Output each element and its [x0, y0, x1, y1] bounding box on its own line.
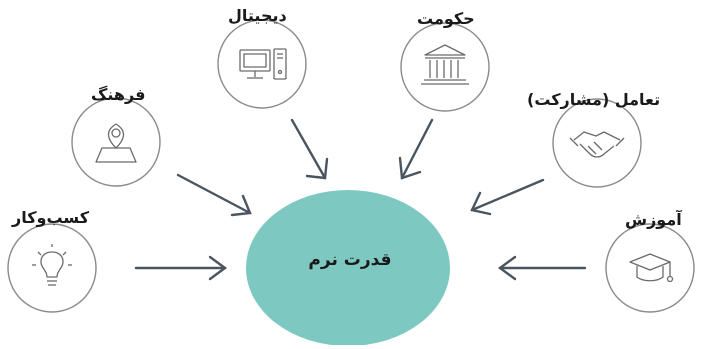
arrows: [134, 118, 587, 281]
graduation-cap-icon: [629, 253, 674, 283]
interaction-circle: [552, 98, 642, 188]
business-circle: [7, 223, 97, 313]
government-label: حکومت: [417, 9, 475, 28]
center-label: قدرت نرم: [308, 250, 392, 270]
lightbulb-icon: [32, 244, 72, 286]
arrow-education: [497, 255, 587, 281]
education-label: آموزش: [625, 210, 682, 229]
digital-circle: [217, 19, 307, 109]
map-pin-icon: [95, 123, 137, 163]
culture-label: فرهنگ: [91, 85, 146, 104]
arrow-government: [398, 118, 434, 180]
arrow-digital: [290, 118, 329, 180]
handshake-icon: [569, 131, 625, 158]
computer-icon: [239, 48, 287, 80]
culture-circle: [71, 97, 161, 187]
interaction-label: تعامل (مشارکت): [527, 90, 661, 109]
government-building-icon: [421, 44, 469, 85]
education-circle: [605, 223, 695, 313]
arrow-culture: [176, 173, 252, 217]
arrow-interaction: [470, 178, 545, 216]
arrow-business: [134, 255, 228, 281]
center-circle: [246, 190, 450, 346]
digital-label: دیجیتال: [228, 6, 287, 25]
business-label: کسب‌وکار: [12, 208, 89, 227]
government-circle: [400, 22, 490, 112]
